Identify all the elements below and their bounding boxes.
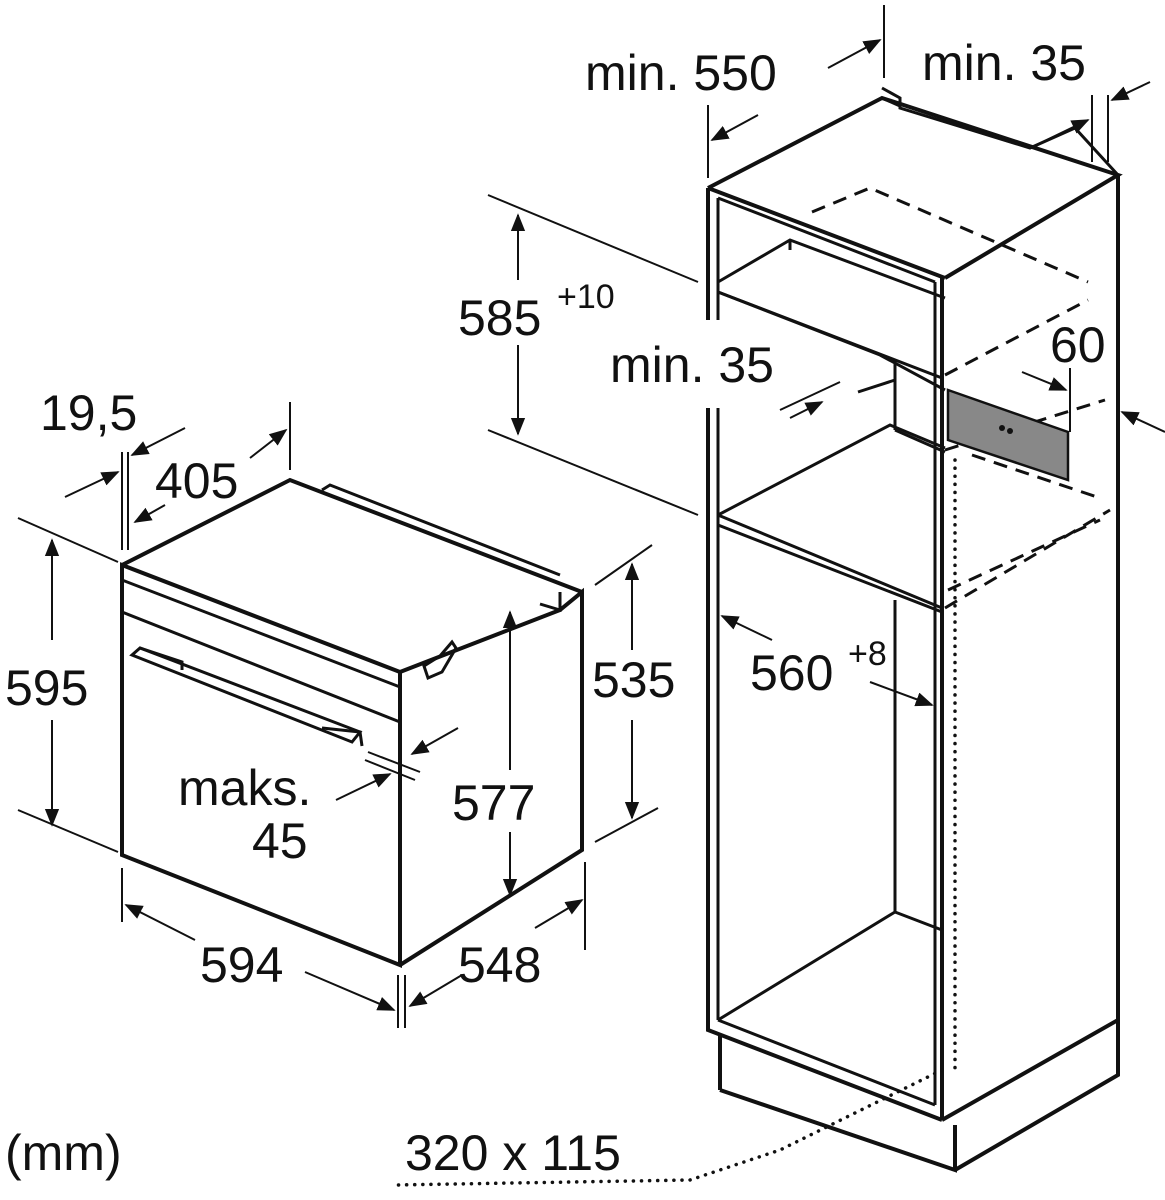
cabinet-dimensions (487, 5, 1165, 707)
label-oven-body-width: 548 (458, 937, 541, 993)
label-cab-rear-gap: min. 35 (922, 35, 1086, 91)
oven-top-face (121, 477, 583, 594)
label-niche-width-tol: +8 (848, 635, 887, 673)
label-niche-width: 560 (750, 645, 833, 701)
label-vent-opening: 320 x 115 (405, 1125, 621, 1181)
label-oven-front-thickness: 19,5 (40, 385, 137, 441)
vent-hatch-block (946, 388, 1070, 482)
label-cab-depth: min. 550 (585, 45, 777, 101)
oven-door-handle (129, 646, 364, 747)
label-oven-height: 595 (5, 660, 88, 716)
label-handle-value: 45 (252, 813, 308, 869)
oven-drawing (120, 477, 584, 968)
oven-side-tab (422, 639, 458, 681)
unit-note: (mm) (5, 1125, 122, 1181)
label-oven-inner-height: 577 (452, 775, 535, 831)
dimension-labels: min. 550 min. 35 585 +10 min. 35 60 560 … (5, 35, 1106, 1181)
label-oven-body-height: 535 (592, 652, 675, 708)
label-oven-width: 594 (200, 937, 283, 993)
label-niche-height-tol: +10 (557, 278, 615, 316)
oven-body-side (398, 587, 584, 967)
label-vent-depth: 60 (1050, 317, 1106, 373)
label-handle-max: maks. (178, 760, 311, 816)
label-shelf-gap: min. 35 (610, 337, 774, 393)
cabinet-drawing (393, 86, 1123, 1187)
label-oven-top-depth: 405 (155, 453, 238, 509)
oven-dimensions (17, 402, 659, 1028)
label-niche-height: 585 (458, 290, 541, 346)
